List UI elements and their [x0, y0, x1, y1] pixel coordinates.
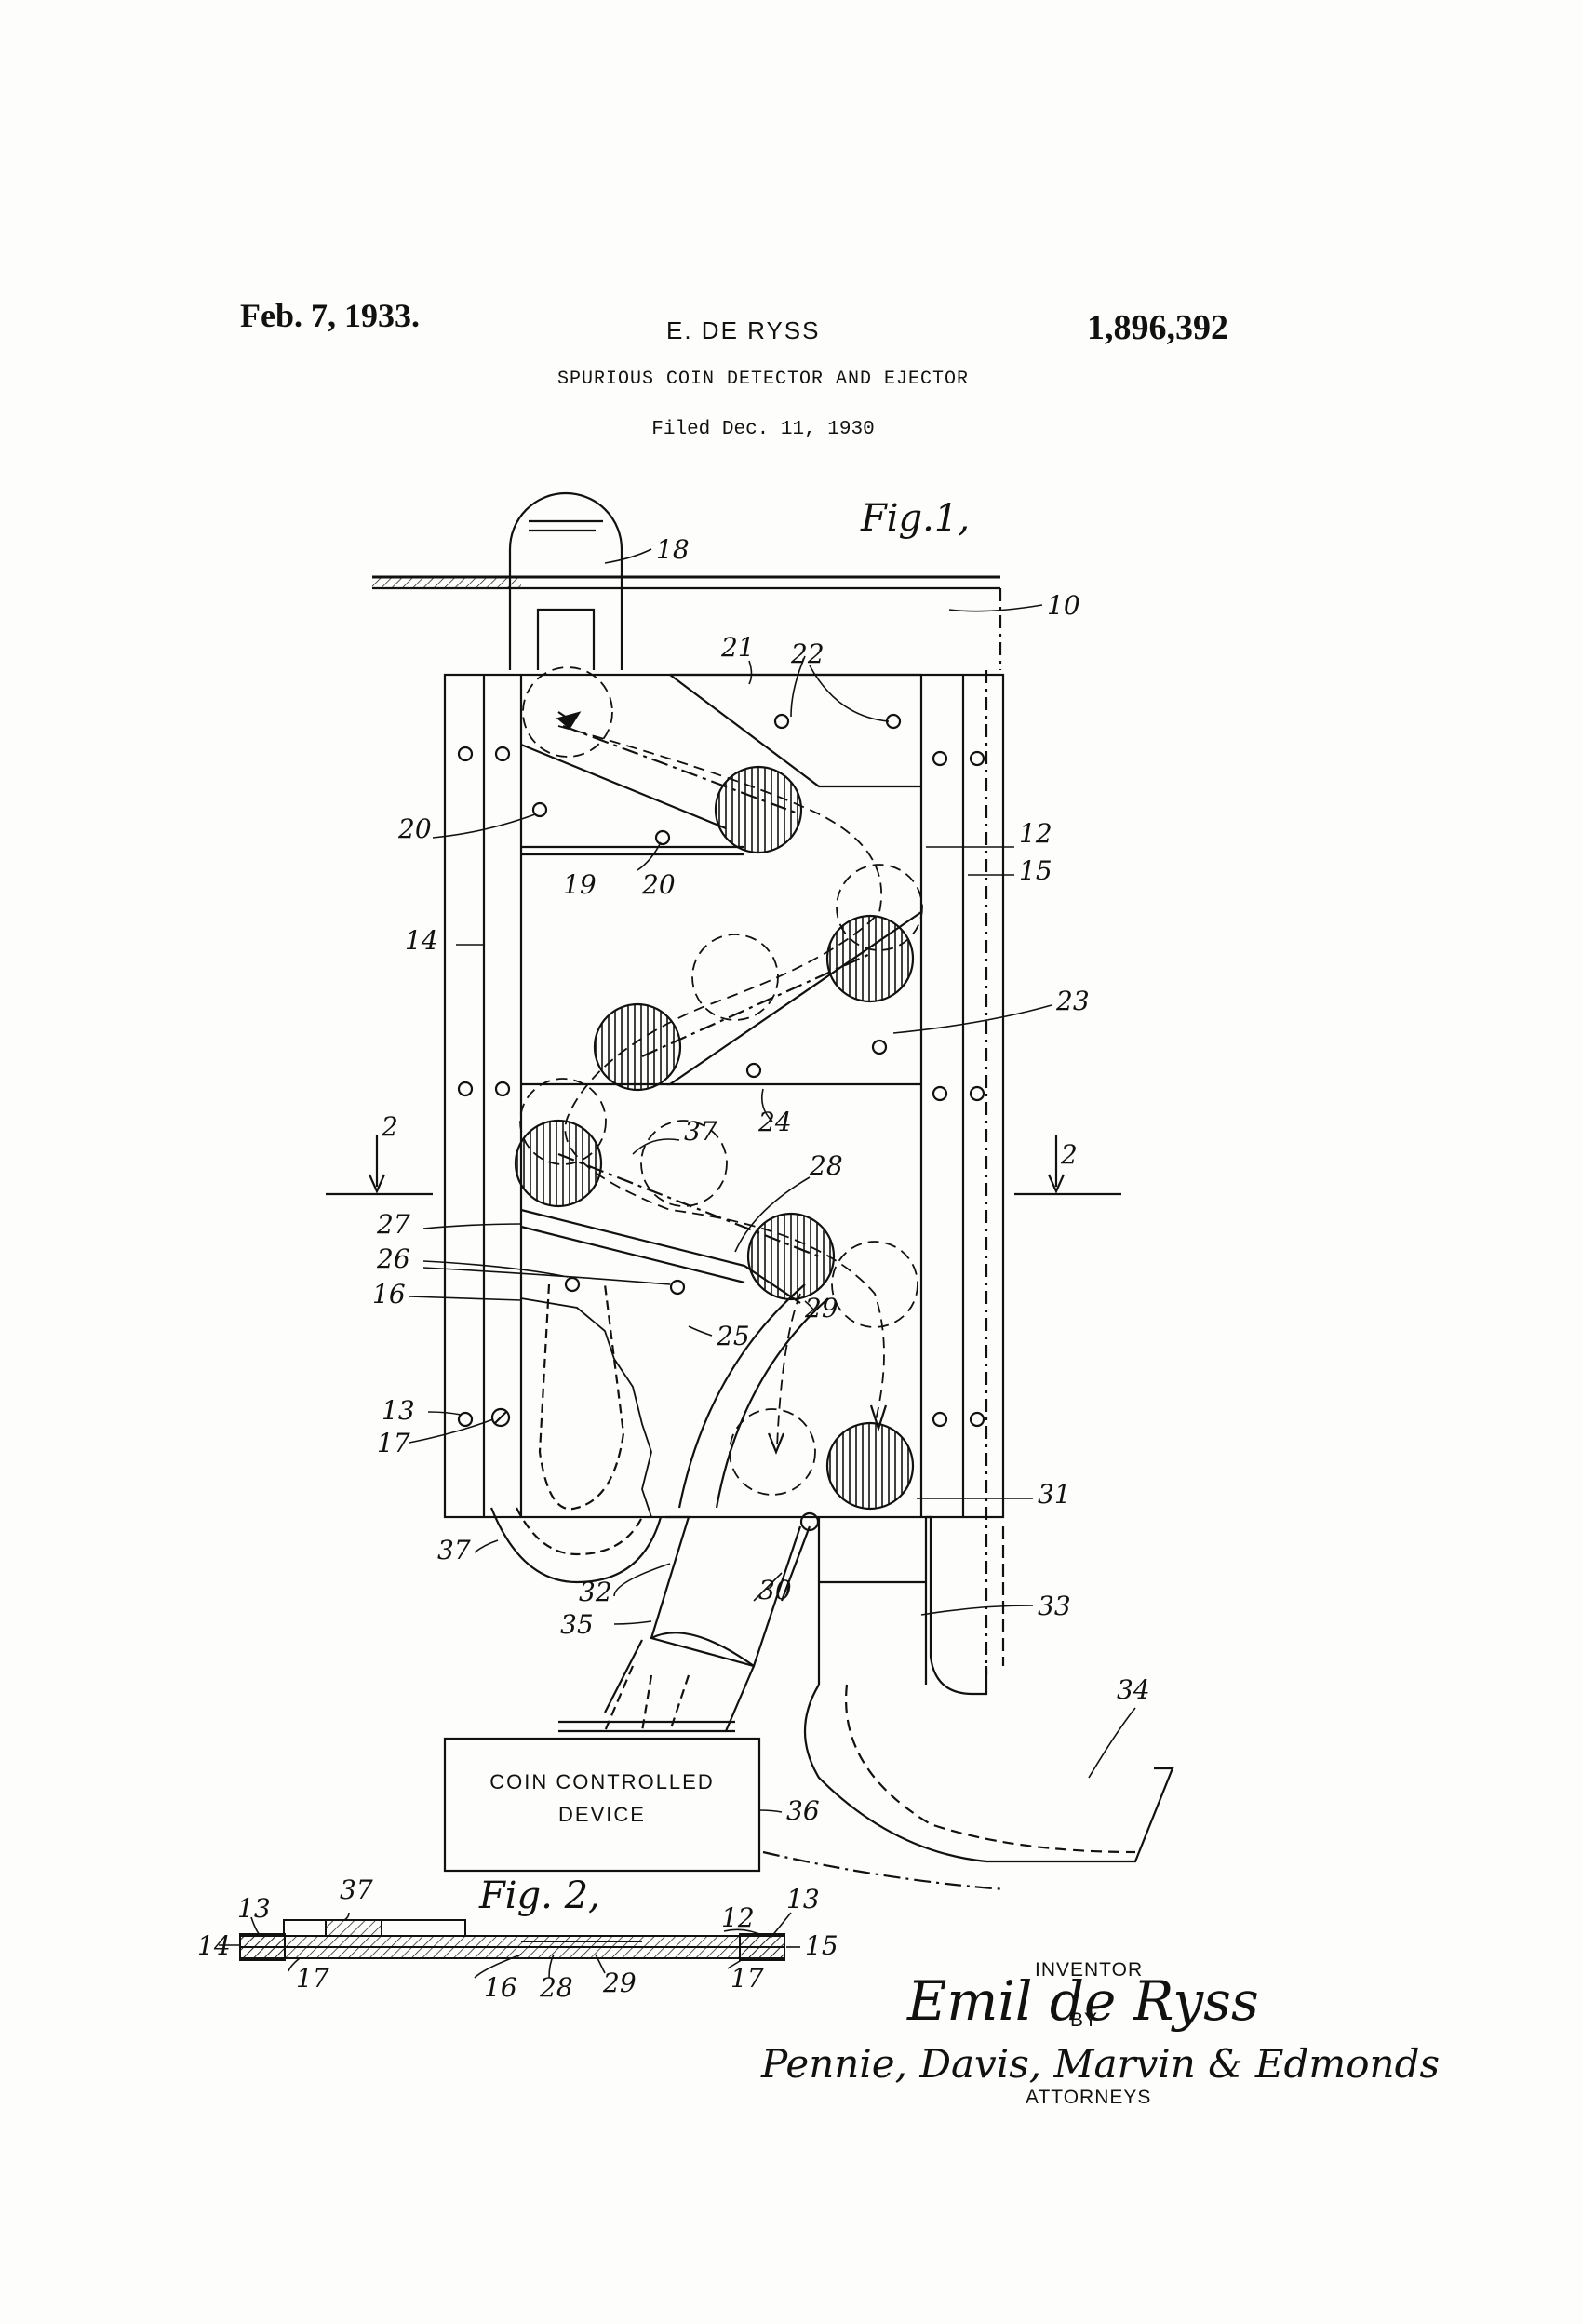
patent-number: 1,896,392: [1087, 308, 1228, 347]
label-section-2-right: 2: [1060, 1139, 1078, 1170]
rivet-holes: [457, 746, 985, 1428]
fig2-label-17-left: 17: [296, 1963, 329, 1994]
label-27: 27: [376, 1209, 410, 1240]
label-30: 30: [758, 1575, 792, 1605]
filed-date: Filed Dec. 11, 1930: [651, 419, 875, 440]
label-31: 31: [1038, 1479, 1071, 1510]
fig2-label-17-right: 17: [731, 1963, 764, 1994]
device-box-line1: COIN CONTROLLED: [489, 1770, 714, 1793]
fig2-label-13-left: 13: [237, 1893, 271, 1924]
label-20-left: 20: [397, 813, 432, 844]
inventor-signature: Emil de Ryss: [906, 1969, 1259, 2033]
coins: [514, 765, 915, 1511]
label-10: 10: [1047, 590, 1080, 621]
screw-holes: [531, 713, 902, 1532]
fig2-label-14: 14: [197, 1930, 231, 1961]
signature-block: INVENTOR Emil de Ryss BY Pennie, Davis, …: [760, 1959, 1440, 2108]
inventor-label: INVENTOR: [1035, 1959, 1143, 1981]
fig2-label-16: 16: [484, 1972, 517, 2003]
attorneys-signature: Pennie, Davis, Marvin & Edmonds: [760, 2041, 1440, 2087]
coin-path: [519, 666, 923, 1496]
label-33: 33: [1038, 1591, 1071, 1621]
fig1-labels: 10 18 21 22 20 19 20 12 15 14 23 24 37 2…: [372, 534, 1150, 1826]
label-35: 35: [560, 1609, 594, 1640]
label-37-bottom: 37: [437, 1535, 471, 1565]
fig2-caption: Fig. 2,: [478, 1874, 600, 1917]
label-20-bottom: 20: [641, 869, 676, 900]
pin-17: [490, 1407, 511, 1428]
label-29: 29: [804, 1293, 838, 1323]
fig2-label-28: 28: [539, 1972, 573, 2003]
label-21: 21: [720, 632, 755, 663]
label-12: 12: [1019, 818, 1052, 849]
label-24: 24: [757, 1107, 792, 1137]
label-28: 28: [809, 1150, 843, 1181]
inventor-name: E. DE RYSS: [666, 316, 821, 344]
label-section-2-left: 2: [381, 1111, 398, 1142]
label-15: 15: [1019, 855, 1052, 886]
label-14: 14: [405, 925, 438, 956]
fig2-label-15: 15: [805, 1930, 838, 1961]
device-box-line2: DEVICE: [558, 1803, 646, 1826]
by-label: BY: [1070, 2009, 1098, 2031]
label-37-top: 37: [684, 1116, 717, 1147]
label-16: 16: [372, 1279, 406, 1310]
fig2-labels: 37 13 14 17 16 28 29 12 13 15 17: [197, 1874, 838, 2003]
attorneys-label: ATTORNEYS: [1026, 2087, 1151, 2108]
figure-2: [219, 1912, 801, 1979]
label-34: 34: [1117, 1674, 1150, 1705]
label-32: 32: [579, 1577, 612, 1607]
fig2-label-12: 12: [721, 1902, 755, 1933]
leader-lines: [409, 548, 1136, 1813]
fig2-label-29: 29: [602, 1968, 637, 1998]
label-25: 25: [716, 1321, 750, 1351]
label-13: 13: [382, 1395, 415, 1426]
figure-1: [326, 491, 1174, 1891]
patent-title: SPURIOUS COIN DETECTOR AND EJECTOR: [556, 369, 970, 390]
label-36: 36: [786, 1795, 820, 1826]
patent-date: Feb. 7, 1933.: [240, 297, 420, 334]
label-19: 19: [563, 869, 597, 900]
fig2-label-13-right: 13: [786, 1884, 820, 1914]
fig2-label-37: 37: [340, 1874, 373, 1905]
label-23: 23: [1055, 986, 1090, 1016]
label-18: 18: [656, 534, 690, 565]
label-26: 26: [376, 1243, 410, 1274]
fig1-caption: Fig.1,: [860, 497, 970, 540]
coin-controlled-device-box: [443, 1737, 761, 1873]
label-22: 22: [790, 638, 825, 669]
label-17: 17: [377, 1428, 410, 1458]
